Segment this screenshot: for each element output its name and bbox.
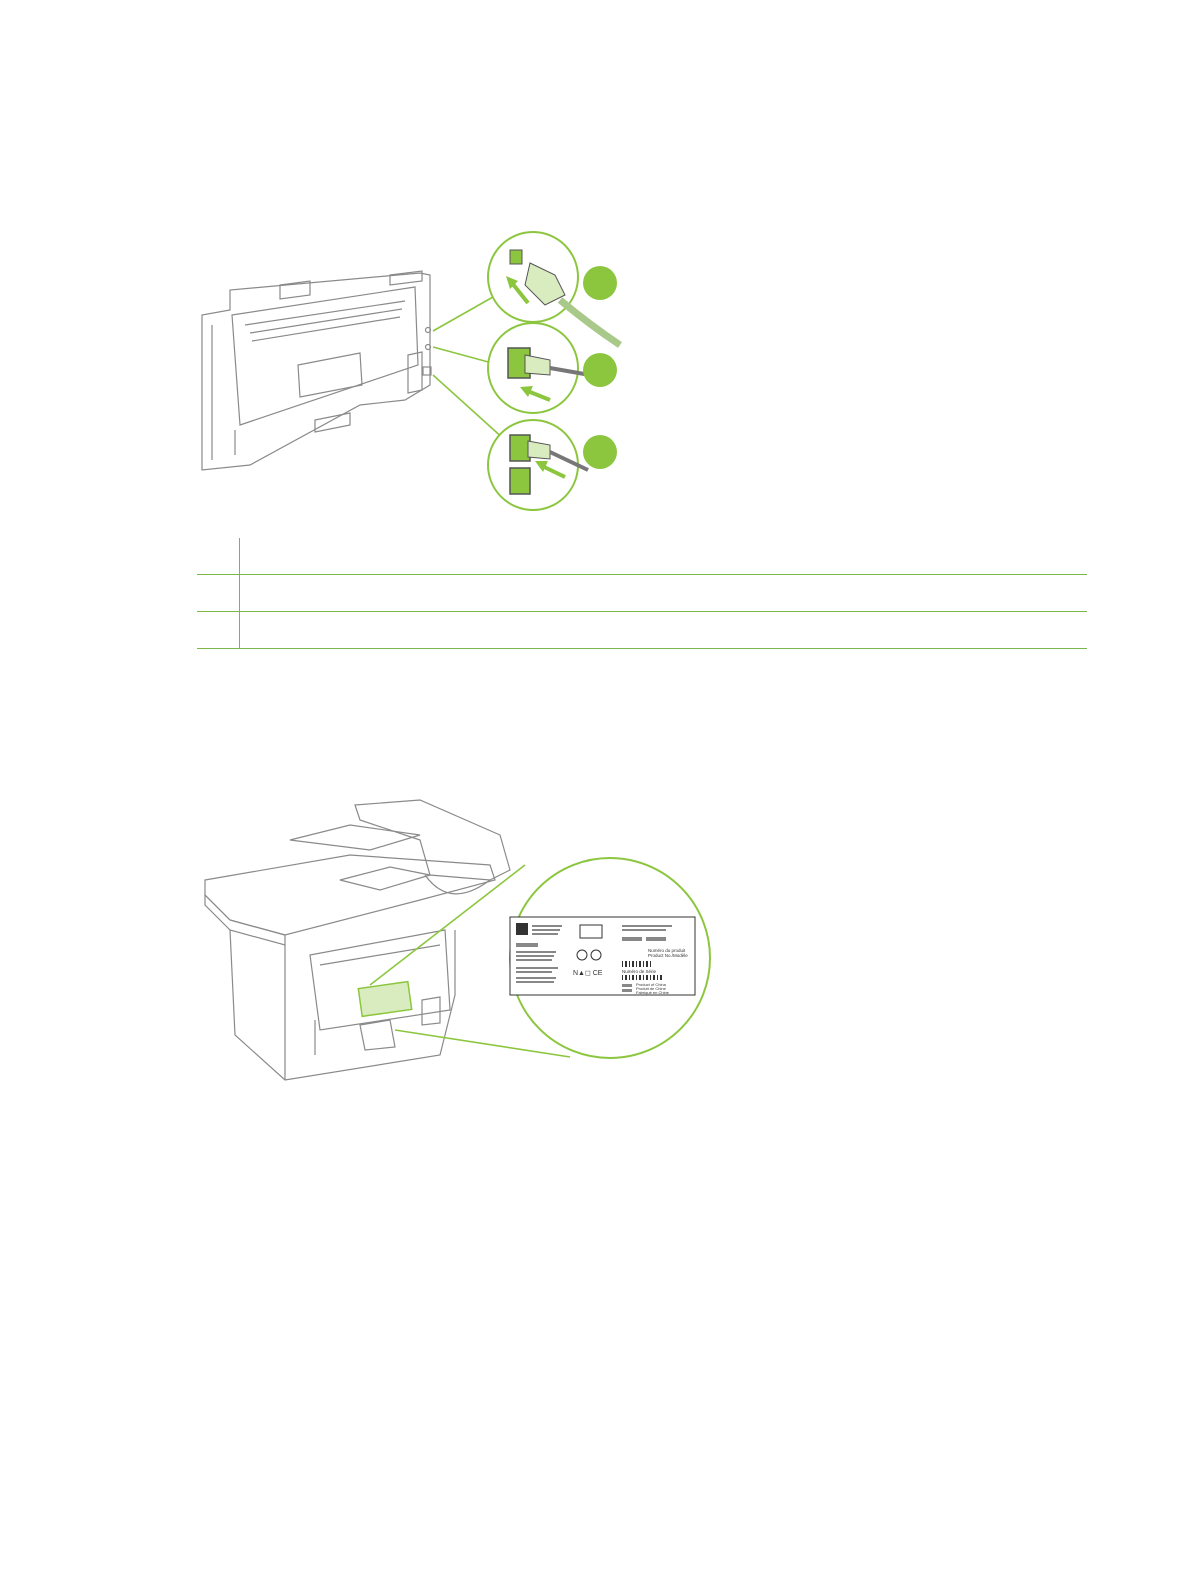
- callout-number: [197, 538, 240, 575]
- callout-description: [240, 538, 1088, 575]
- table-row: [197, 538, 1087, 575]
- printer-ports-figure: [201, 231, 622, 511]
- callout-number: [197, 574, 240, 612]
- ce-mark-icon: N▲◻ CE: [573, 970, 603, 977]
- fcc-logo-icon: [579, 924, 603, 939]
- callout-marker-1: [583, 266, 617, 300]
- callout-description: [240, 612, 1088, 649]
- label-line: Product of China: [636, 982, 667, 987]
- table-row: [197, 574, 1088, 612]
- label-line: Produit de Chine: [636, 986, 667, 991]
- hp-logo-icon: [516, 923, 528, 935]
- label-location-highlight: [357, 980, 413, 1018]
- callout-number: [197, 611, 240, 649]
- fax-line-port-zoom: [487, 322, 591, 414]
- callout-connectors: [432, 292, 506, 441]
- csa-mark-icon: [576, 949, 588, 961]
- callout-marker-3: [583, 435, 617, 469]
- ul-mark-icon: [590, 949, 602, 961]
- label-line: Fabriqué en Chine: [636, 990, 670, 995]
- callout-marker-2: [583, 353, 617, 387]
- callout-description: [240, 575, 1088, 612]
- callout-table: [197, 538, 1087, 649]
- printer-rear-drawing: [201, 270, 432, 471]
- barcode-icon: [622, 961, 662, 980]
- phone-port-zoom: [487, 419, 589, 511]
- product-label-figure: N▲◻ CE Numéro du produit Product No./Mod…: [204, 799, 711, 1081]
- product-label: N▲◻ CE Numéro du produit Product No./Mod…: [509, 916, 696, 996]
- label-line: Numéro de Série: [622, 969, 657, 974]
- label-line: Numéro du produit: [648, 948, 686, 953]
- usb-port-zoom: [487, 231, 622, 348]
- table-row: [197, 611, 1088, 649]
- zoom-connectors: [369, 864, 571, 1058]
- label-line: Product No./Modèle: [648, 953, 688, 958]
- printer-drawing: [204, 799, 511, 1081]
- callout-markers: [583, 266, 617, 469]
